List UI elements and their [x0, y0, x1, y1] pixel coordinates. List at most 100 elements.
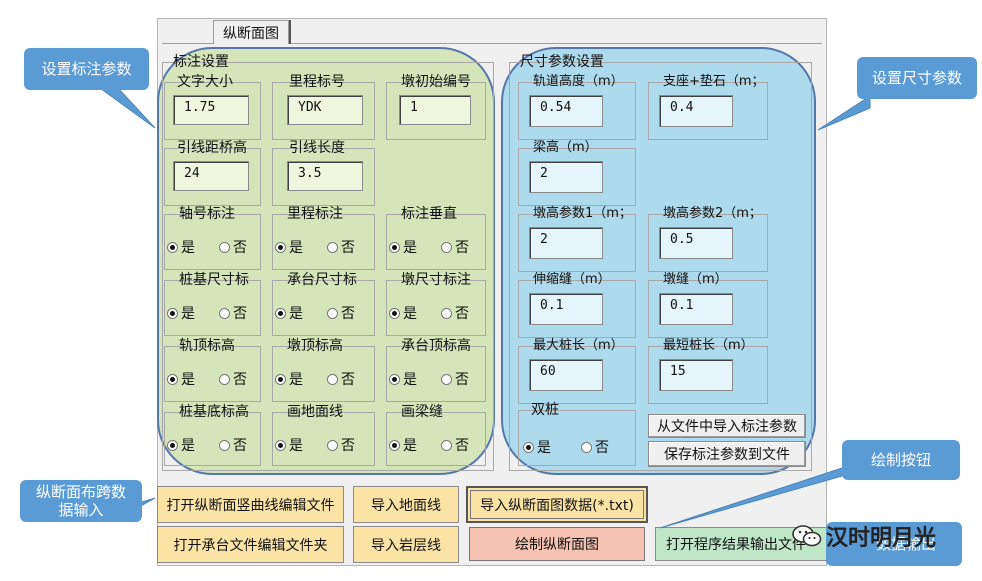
size-field-label: 墩缝（m）	[663, 272, 728, 287]
annotation-settings-group: 标注设置	[162, 54, 494, 471]
yes-label: 是	[289, 438, 303, 454]
mileage-prefix-input[interactable]: YDK	[287, 95, 363, 125]
no-radio[interactable]	[219, 373, 230, 385]
no-radio[interactable]	[219, 307, 230, 319]
no-radio[interactable]	[219, 439, 230, 451]
yes-radio[interactable]	[167, 439, 178, 451]
yes-radio[interactable]	[389, 241, 400, 253]
input-callout-text: 纵断面布跨数据输入	[35, 483, 126, 519]
import-profile-data-button[interactable]: 导入纵断面图数据(*.txt)	[466, 486, 648, 523]
import-ground-line-button[interactable]: 导入地面线	[353, 486, 459, 523]
draw-callout-text: 绘制按钮	[870, 451, 931, 469]
radio-group-label: 承台顶标高	[401, 338, 471, 354]
no-radio[interactable]	[219, 241, 230, 253]
yes-radio[interactable]	[389, 307, 400, 319]
radio-group-label: 画梁缝	[401, 404, 443, 420]
radio-group-6: 墩尺寸标注是否	[386, 272, 486, 336]
size-field-frame-5: 墩高参数2（m； 0.5	[648, 206, 768, 272]
yes-radio[interactable]	[275, 439, 286, 451]
size-field-label: 墩高参数2（m；	[663, 206, 762, 221]
pier-start-input[interactable]: 1	[399, 95, 471, 125]
output-callout-text: 数据输出	[875, 535, 936, 553]
open-curve-file-label: 打开纵断面竖曲线编辑文件	[166, 497, 335, 514]
annotation-callout: 设置标注参数	[24, 48, 149, 90]
double-pile-no-radio[interactable]	[581, 441, 592, 453]
draw-callout-pointer	[659, 467, 858, 529]
yes-radio[interactable]	[167, 307, 178, 319]
radio-group-label: 画地面线	[287, 404, 343, 420]
leader-height-label: 引线距桥高	[177, 140, 247, 156]
save-params-button[interactable]: 保存标注参数到文件	[648, 441, 806, 467]
radio-group-7: 轨顶标高是否	[164, 338, 261, 402]
mileage-prefix-label: 里程标号	[289, 74, 345, 90]
size-field-label: 支座+垫石（m；	[663, 74, 765, 89]
no-radio[interactable]	[327, 439, 338, 451]
yes-radio[interactable]	[167, 373, 178, 385]
size-field-frame-7: 墩缝（m） 0.1	[648, 272, 768, 338]
import-rock-line-button[interactable]: 导入岩层线	[353, 526, 459, 563]
size-field-input[interactable]: 60	[529, 359, 603, 391]
yes-radio[interactable]	[167, 241, 178, 253]
leader-height-input[interactable]: 24	[173, 161, 249, 191]
no-radio[interactable]	[441, 307, 452, 319]
size-field-input[interactable]: 0.1	[529, 293, 603, 325]
draw-profile-button[interactable]: 绘制纵断面图	[469, 527, 645, 561]
radio-group-label: 里程标注	[287, 206, 343, 222]
tab-divider	[162, 43, 822, 44]
size-field-input[interactable]: 0.54	[529, 95, 603, 127]
size-field-input[interactable]: 15	[659, 359, 733, 391]
no-radio[interactable]	[327, 307, 338, 319]
leader-length-input[interactable]: 3.5	[287, 161, 363, 191]
no-radio[interactable]	[441, 439, 452, 451]
no-radio[interactable]	[327, 241, 338, 253]
wechat-icon	[792, 525, 822, 547]
no-label: 否	[455, 438, 469, 454]
no-label: 否	[455, 240, 469, 256]
size-field-label: 梁高（m）	[533, 140, 598, 155]
yes-radio[interactable]	[275, 241, 286, 253]
no-label: 否	[455, 372, 469, 388]
size-callout-pointer	[817, 95, 871, 131]
yes-radio[interactable]	[275, 373, 286, 385]
double-pile-yes-radio[interactable]	[523, 441, 534, 453]
pier-start-label: 墩初始编号	[401, 74, 471, 90]
open-cap-folder-button[interactable]: 打开承台文件编辑文件夹	[157, 526, 344, 563]
no-label: 否	[341, 372, 355, 388]
radio-group-label: 墩尺寸标注	[401, 272, 471, 288]
no-radio[interactable]	[441, 373, 452, 385]
no-radio[interactable]	[441, 241, 452, 253]
size-field-frame-2: 支座+垫石（m； 0.4	[648, 74, 768, 140]
tab-profile[interactable]: 纵断面图	[213, 20, 289, 44]
size-field-frame-6: 伸缩缝（m）0.1	[518, 272, 636, 338]
no-radio[interactable]	[327, 373, 338, 385]
radio-group-label: 承台尺寸标	[287, 272, 357, 288]
radio-group-8: 墩顶标高是否	[272, 338, 375, 402]
size-field-input[interactable]: 0.5	[659, 227, 733, 259]
draw-profile-label: 绘制纵断面图	[515, 537, 599, 553]
size-field-input[interactable]: 0.4	[659, 95, 733, 127]
size-field-input[interactable]: 0.1	[659, 293, 733, 325]
no-label: 否	[341, 240, 355, 256]
import-rock-line-label: 导入岩层线	[371, 537, 441, 554]
radio-group-2: 里程标注是否	[272, 206, 375, 270]
size-field-frame-8: 最大桩长（m） 60	[518, 338, 636, 404]
yes-label: 是	[181, 372, 195, 388]
size-field-label: 最大桩长（m）	[533, 338, 624, 353]
import-params-button[interactable]: 从文件中导入标注参数	[648, 414, 806, 438]
open-curve-file-button[interactable]: 打开纵断面竖曲线编辑文件	[157, 486, 344, 523]
yes-radio[interactable]	[389, 373, 400, 385]
no-label: 否	[341, 438, 355, 454]
save-params-label: 保存标注参数到文件	[664, 447, 790, 463]
import-profile-data-label: 导入纵断面图数据(*.txt)	[480, 497, 634, 514]
yes-label: 是	[403, 240, 417, 256]
size-field-input[interactable]: 2	[529, 161, 603, 193]
yes-radio[interactable]	[275, 307, 286, 319]
radio-group-4: 桩基尺寸标是否	[164, 272, 261, 336]
size-field-input[interactable]: 2	[529, 227, 603, 259]
leader-height-frame: 引线距桥高 24	[164, 140, 261, 206]
import-params-label: 从文件中导入标注参数	[657, 419, 797, 435]
font-size-label: 文字大小	[177, 74, 233, 90]
font-size-input[interactable]: 1.75	[173, 95, 249, 125]
size-field-frame-1: 轨道高度（m）0.54	[518, 74, 636, 140]
yes-radio[interactable]	[389, 439, 400, 451]
